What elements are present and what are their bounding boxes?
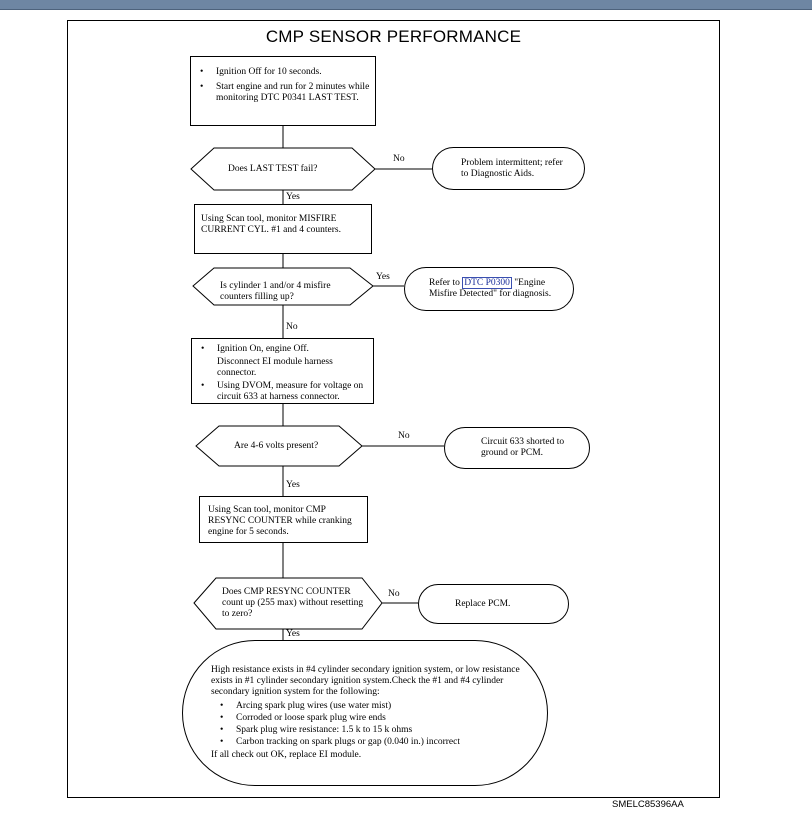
page-title: CMP SENSOR PERFORMANCE (265, 27, 522, 46)
final-item-2: Corroded or loose spark plug wire ends (211, 713, 529, 724)
final-item-1: Arcing spark plug wires (use water mist) (211, 701, 529, 712)
decision2-text: Is cylinder 1 and/or 4 misfire counters … (220, 281, 331, 302)
decision2-no-label: No (286, 322, 298, 332)
step3-item-2: Using DVOM, measure for voltage on circu… (192, 381, 369, 403)
step3-box: Ignition On, engine Off. Disconnect EI m… (191, 338, 374, 404)
decision3-no-label: No (398, 431, 410, 441)
decision3-yes-label: Yes (286, 480, 300, 490)
step1-box: Ignition Off for 10 seconds. Start engin… (190, 56, 376, 126)
decision4-text: Does CMP RESYNC COUNTER count up (255 ma… (222, 587, 364, 619)
final-outro: If all check out OK, replace EI module. (211, 750, 362, 760)
result2-terminal: Refer to DTC P0300 "Engine Misfire Detec… (404, 267, 574, 311)
step1-item-2: Start engine and run for 2 minutes while… (191, 82, 371, 104)
result1-text: Problem intermittent; refer to Diagnosti… (461, 157, 563, 179)
step3-item-1: Ignition On, engine Off. (192, 344, 369, 355)
result3-terminal: Circuit 633 shorted to ground or PCM. (444, 427, 590, 469)
decision1-yes-label: Yes (286, 192, 300, 202)
step2-box: Using Scan tool, monitor MISFIRE CURRENT… (194, 204, 372, 254)
result3-text: Circuit 633 shorted to ground or PCM. (481, 437, 565, 458)
decision4-yes-label: Yes (286, 629, 300, 639)
result4-text: Replace PCM. (455, 598, 511, 609)
decision4-no-label: No (388, 589, 400, 599)
final-content: High resistance exists in #4 cylinder se… (183, 665, 547, 761)
decision1-text: Does LAST TEST fail? (228, 164, 318, 174)
result2-text: Refer to DTC P0300 "Engine Misfire Detec… (405, 277, 559, 300)
diagram-frame (67, 20, 720, 798)
result2-suffix: "Engine Misfire Detected" for diagnosis. (429, 278, 552, 299)
final-item-4: Carbon tracking on spark plugs or gap (0… (211, 737, 529, 748)
decision3-text: Are 4-6 volts present? (234, 441, 319, 451)
step4-text: Using Scan tool, monitor CMP RESYNC COUN… (208, 505, 352, 537)
step4-box: Using Scan tool, monitor CMP RESYNC COUN… (199, 496, 368, 543)
decision1-no-label: No (393, 154, 405, 164)
step1-item-1: Ignition Off for 10 seconds. (191, 67, 371, 78)
dtc-p0300-link[interactable]: DTC P0300 (462, 277, 512, 289)
step2-text: Using Scan tool, monitor MISFIRE CURRENT… (201, 214, 341, 235)
result1-terminal: Problem intermittent; refer to Diagnosti… (432, 147, 585, 190)
figure-id: SMELC85396AA (612, 799, 684, 810)
final-item-3: Spark plug wire resistance: 1.5 k to 15 … (211, 725, 529, 736)
final-checklist: Arcing spark plug wires (use water mist)… (211, 701, 529, 748)
result2-prefix: Refer to (429, 278, 463, 288)
window-top-bar (0, 0, 812, 10)
final-intro: High resistance exists in #4 cylinder se… (211, 665, 520, 697)
final-terminal: High resistance exists in #4 cylinder se… (182, 640, 548, 786)
decision2-yes-label: Yes (376, 272, 390, 282)
step3-item-1-continued: Disconnect EI module harness connector. (217, 357, 333, 378)
result4-terminal: Replace PCM. (418, 584, 569, 624)
